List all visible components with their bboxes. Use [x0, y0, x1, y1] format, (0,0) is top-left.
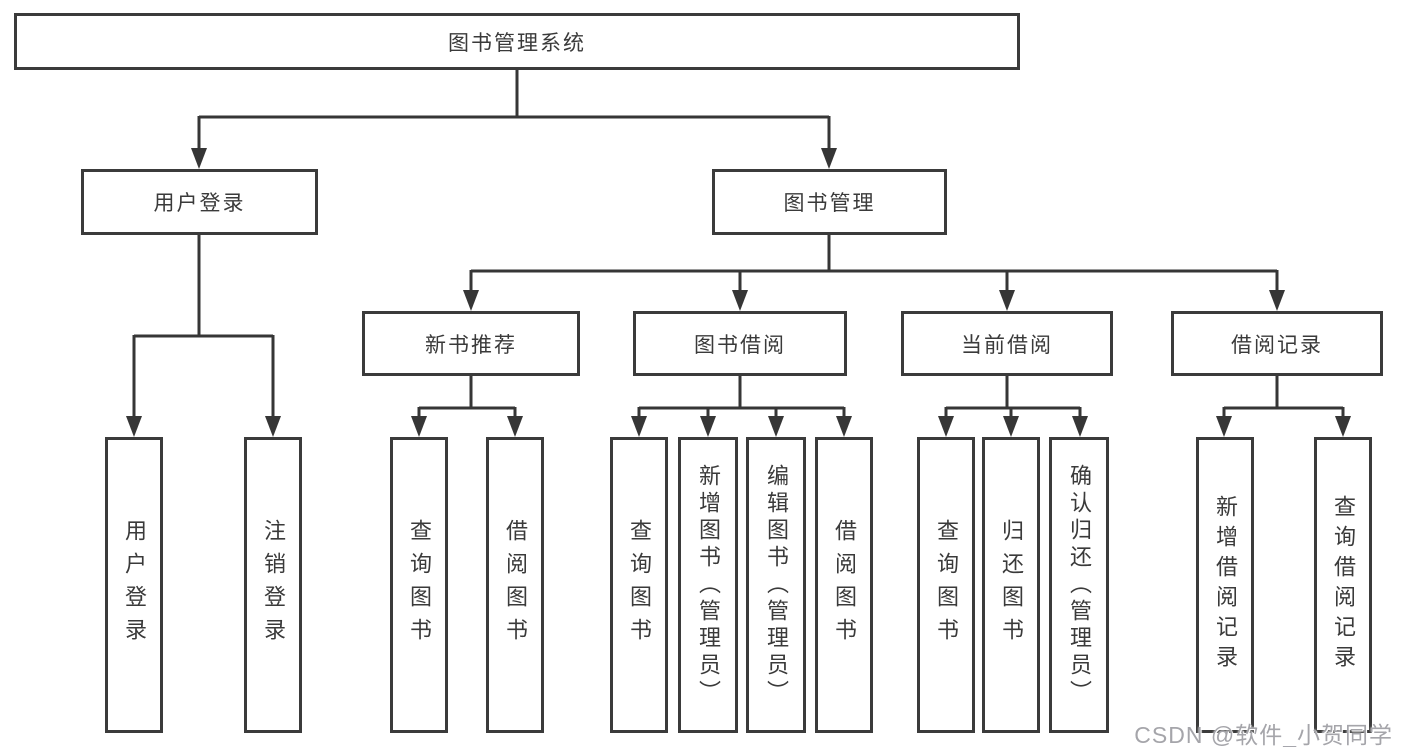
node-book-management: 图书管理 — [712, 169, 947, 235]
node-user-login-label: 用户登录 — [153, 192, 246, 215]
leaf-bb-borrow-book-label: 借阅图书 — [832, 519, 857, 651]
node-current-borrow: 当前借阅 — [901, 311, 1113, 376]
leaf-cb-query-book-label: 查询图书 — [934, 519, 959, 651]
node-borrow-records-label: 借阅记录 — [1231, 333, 1323, 357]
leaf-logout-label: 注销登录 — [261, 519, 286, 651]
leaf-user-login-label: 用户登录 — [122, 519, 147, 651]
node-root: 图书管理系统 — [14, 13, 1020, 70]
leaf-cb-return-book-label: 归还图书 — [999, 519, 1024, 651]
csdn-watermark: CSDN @软件_小贺同学 — [1134, 722, 1393, 747]
leaf-cb-confirm-return-admin-label: 确认归还（管理员） — [1067, 463, 1092, 707]
leaf-cb-return-book: 归还图书 — [982, 437, 1040, 733]
node-current-borrow-label: 当前借阅 — [961, 333, 1053, 357]
leaf-nbr-query-book-label: 查询图书 — [407, 519, 432, 651]
node-book-borrow: 图书借阅 — [633, 311, 847, 376]
leaf-br-query-record-label: 查询借阅记录 — [1331, 495, 1356, 675]
leaf-bb-query-book: 查询图书 — [610, 437, 668, 733]
node-book-borrow-label: 图书借阅 — [694, 333, 786, 357]
leaf-bb-query-book-label: 查询图书 — [627, 519, 652, 651]
leaf-bb-add-book-admin-label: 新增图书（管理员） — [696, 463, 721, 707]
node-root-label: 图书管理系统 — [448, 31, 586, 55]
leaf-br-add-record-label: 新增借阅记录 — [1213, 495, 1238, 675]
leaf-cb-query-book: 查询图书 — [917, 437, 975, 733]
leaf-bb-edit-book-admin-label: 编辑图书（管理员） — [764, 463, 789, 707]
node-new-book-recommend-label: 新书推荐 — [425, 333, 517, 357]
node-new-book-recommend: 新书推荐 — [362, 311, 580, 376]
leaf-nbr-borrow-book-label: 借阅图书 — [503, 519, 528, 651]
leaf-cb-confirm-return-admin: 确认归还（管理员） — [1049, 437, 1109, 733]
leaf-bb-edit-book-admin: 编辑图书（管理员） — [746, 437, 806, 733]
leaf-bb-add-book-admin: 新增图书（管理员） — [678, 437, 738, 733]
node-borrow-records: 借阅记录 — [1171, 311, 1383, 376]
node-book-management-label: 图书管理 — [783, 192, 876, 215]
node-user-login: 用户登录 — [81, 169, 318, 235]
leaf-nbr-query-book: 查询图书 — [390, 437, 448, 733]
leaf-br-query-record: 查询借阅记录 — [1314, 437, 1372, 733]
leaf-nbr-borrow-book: 借阅图书 — [486, 437, 544, 733]
leaf-br-add-record: 新增借阅记录 — [1196, 437, 1254, 733]
leaf-logout: 注销登录 — [244, 437, 302, 733]
leaf-user-login: 用户登录 — [105, 437, 163, 733]
leaf-bb-borrow-book: 借阅图书 — [815, 437, 873, 733]
